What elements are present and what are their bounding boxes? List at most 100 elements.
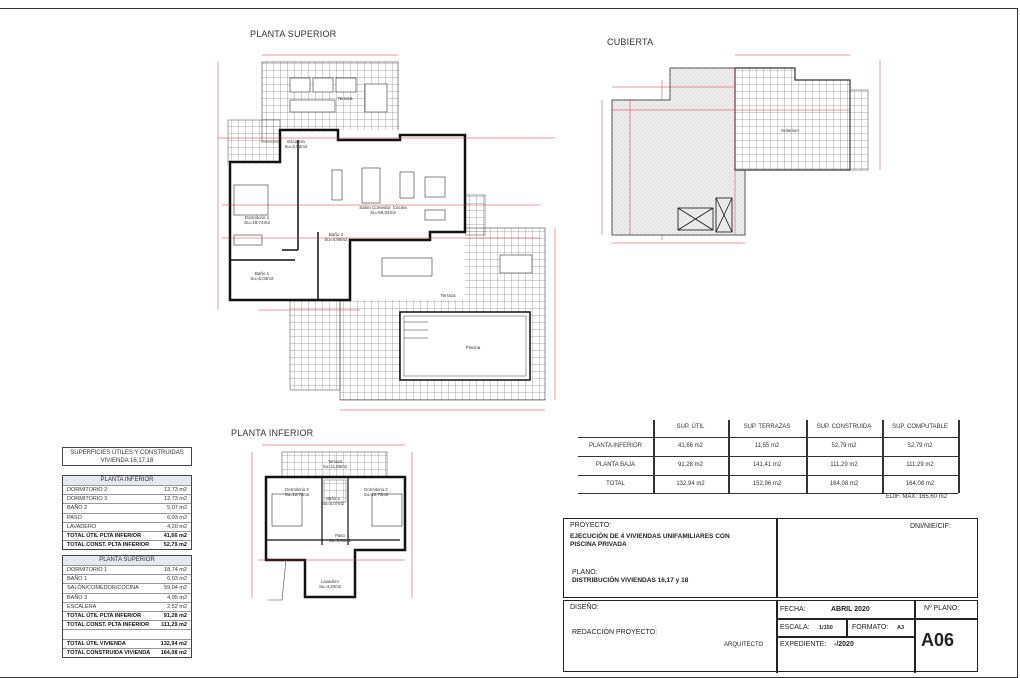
row-label: TOTAL ÚTIL VIVIENDA bbox=[67, 640, 126, 647]
svg-text:Su=4,95m2: Su=4,95m2 bbox=[324, 237, 348, 242]
svg-text:Su=12,73m2: Su=12,73m2 bbox=[364, 492, 389, 497]
room-terraza-sup: Terraza bbox=[337, 96, 353, 101]
summary-cell: 164,08 m2 bbox=[829, 481, 859, 487]
room-escalera: Escalera bbox=[287, 139, 305, 144]
room-salon: Salon Comedor, Cocina bbox=[359, 205, 407, 210]
room-lavadero: Lavadero bbox=[321, 579, 340, 584]
row-value: 5,07 m2 bbox=[167, 505, 187, 512]
row-value: 59,04 m2 bbox=[164, 585, 187, 592]
summary-header: SUP. COMPUTABLE bbox=[892, 424, 948, 430]
summary-header: SUP. ÚTIL bbox=[676, 424, 705, 430]
row-label: TOTAL CONSTRUIDA VIVIENDA bbox=[67, 649, 151, 656]
row-value: 41,66 m2 bbox=[163, 532, 187, 539]
row-value: 12,73 m2 bbox=[164, 496, 187, 503]
row-label: TOTAL ÚTIL PLTA INFERIOR bbox=[67, 612, 142, 619]
summary-cell: 164,08 m2 bbox=[905, 481, 935, 487]
edif-max-note: EDIF. MÁX: 165,60 m2 bbox=[886, 494, 948, 500]
room-bano3: Baño 3 bbox=[329, 232, 344, 237]
summary-cell: 91,28 m2 bbox=[677, 462, 704, 468]
room-paso: Paso bbox=[335, 533, 345, 538]
summary-cell: 132,94 m2 bbox=[676, 481, 705, 487]
row-label: TOTAL CONST. PLTA INFERIOR bbox=[67, 622, 150, 629]
svg-text:Su=6,93m2: Su=6,93m2 bbox=[329, 538, 352, 543]
table-row: TOTAL ÚTIL VIVIENDA 132,94 m2 bbox=[63, 638, 191, 648]
summary-cell: 141,41 m2 bbox=[752, 462, 782, 468]
svg-text:Su=6,03m2: Su=6,03m2 bbox=[250, 276, 274, 281]
row-label: DORMITORIO 1 bbox=[67, 567, 108, 573]
room-terraza-main: Terraza bbox=[440, 293, 456, 298]
row-value: 2,52 m2 bbox=[167, 603, 187, 610]
planta-inferior-plan: Terraza Su=11,55m2 Dormitorio 3 Su=12,73… bbox=[251, 444, 413, 601]
summary-cell: 111,29 m2 bbox=[830, 462, 858, 468]
row-label: PASO bbox=[67, 514, 82, 521]
summary-cell: 52,79 m2 bbox=[907, 443, 933, 449]
room-bano2: Baño 2 bbox=[326, 496, 340, 501]
room-piscina: Piscina bbox=[466, 345, 481, 350]
summary-cell: 41,66 m2 bbox=[677, 443, 704, 449]
room-terraza-inf: Terraza bbox=[328, 459, 343, 464]
summary-cell: 52,79 m2 bbox=[831, 443, 857, 449]
row-value: 4,95 m2 bbox=[167, 594, 187, 601]
svg-text:Su=59,04m2: Su=59,04m2 bbox=[370, 210, 396, 215]
row-label: BAÑO 3 bbox=[67, 594, 88, 601]
summary-row-label: PLANTA BAJA bbox=[595, 462, 636, 468]
table-row: ESCALERA 2,52 m2 bbox=[63, 601, 191, 611]
row-label: DORMITORIO 2 bbox=[67, 487, 108, 493]
summary-header: SUP. TERRAZAS bbox=[743, 424, 791, 430]
table-row: BAÑO 1 6,03 m2 bbox=[63, 574, 191, 583]
svg-text:Su=18,74m2: Su=18,74m2 bbox=[244, 220, 270, 225]
cubierta-plan: Solarium bbox=[601, 54, 881, 244]
table-row: SALÓN/COMEDOR/COCINA 59,04 m2 bbox=[63, 583, 191, 592]
row-value: 6,03 m2 bbox=[167, 576, 187, 583]
table-row: BAÑO 2 5,07 m2 bbox=[63, 503, 191, 512]
table-row: BAÑO 3 4,95 m2 bbox=[63, 592, 191, 602]
row-label: BAÑO 2 bbox=[67, 505, 88, 512]
svg-text:Su=12,73m2: Su=12,73m2 bbox=[285, 492, 310, 497]
row-value: 18,74 m2 bbox=[164, 567, 187, 573]
row-label: TOTAL ÚTIL PLTA INFERIOR bbox=[67, 532, 142, 539]
svg-text:Su=5,07m2: Su=5,07m2 bbox=[322, 501, 345, 506]
row-value: 164,08 m2 bbox=[160, 649, 187, 656]
room-solarium: Solarium bbox=[781, 128, 799, 133]
title-planta-inferior: PLANTA INFERIOR bbox=[231, 428, 314, 438]
surfaces-title: SUPERFICIES ÚTILES Y CONSTRUIDAS VIVIEND… bbox=[62, 447, 192, 466]
row-value: 91,28 m2 bbox=[163, 612, 187, 619]
table-row: PASO 6,93 m2 bbox=[63, 512, 191, 522]
row-value: 4,20 m2 bbox=[167, 523, 187, 530]
table-row: TOTAL CONST. PLTA INFERIOR 52,79 m2 bbox=[63, 540, 191, 549]
svg-text:Su=2,52m2: Su=2,52m2 bbox=[284, 144, 308, 149]
title-block-project: PROYECTO: EJECUCIÓN DE 4 VIVIENDAS UNIFA… bbox=[563, 518, 978, 598]
row-label: TOTAL CONST. PLTA INFERIOR bbox=[67, 542, 150, 549]
room-dormitorio3: Dormitorio 3 bbox=[285, 487, 309, 492]
table-row: TOTAL ÚTIL PLTA INFERIOR 41,66 m2 bbox=[63, 530, 191, 540]
row-value: 132,94 m2 bbox=[160, 640, 187, 647]
room-dormitorio2: Dormitorio 2 bbox=[364, 487, 388, 492]
row-value: 52,79 m2 bbox=[163, 542, 187, 549]
room-dormitorio1: Dormitorio 1 bbox=[245, 215, 270, 220]
summary-cell: 11,55 m2 bbox=[754, 443, 780, 449]
row-label: SALÓN/COMEDOR/COCINA bbox=[67, 585, 139, 592]
summary-row-label: PLANTA INFERIOR bbox=[589, 443, 642, 449]
summary-cell: 152,96 m2 bbox=[752, 481, 782, 487]
table-row: TOTAL CONSTRUIDA VIVIENDA 164,08 m2 bbox=[63, 647, 191, 657]
row-value: 111,29 m2 bbox=[161, 622, 187, 629]
table-row: TOTAL CONST. PLTA INFERIOR 111,29 m2 bbox=[63, 620, 191, 629]
summary-row-label: TOTAL bbox=[606, 481, 625, 487]
title-planta-superior: PLANTA SUPERIOR bbox=[250, 29, 337, 39]
title-cubierta: CUBIERTA bbox=[607, 37, 654, 47]
svg-text:Su=4,20m2: Su=4,20m2 bbox=[319, 584, 342, 589]
svg-text:Su=11,55m2: Su=11,55m2 bbox=[323, 464, 348, 469]
summary-cell: 111,29 m2 bbox=[906, 462, 934, 468]
table-row: DORMITORIO 1 18,74 m2 bbox=[63, 565, 191, 574]
row-value: 6,93 m2 bbox=[167, 514, 187, 521]
table-row: TOTAL ÚTIL PLTA INFERIOR 91,28 m2 bbox=[63, 610, 191, 620]
row-label: BAÑO 1 bbox=[67, 576, 88, 583]
plan-number: A06 bbox=[921, 630, 955, 650]
row-label: ESCALERA bbox=[67, 603, 97, 610]
